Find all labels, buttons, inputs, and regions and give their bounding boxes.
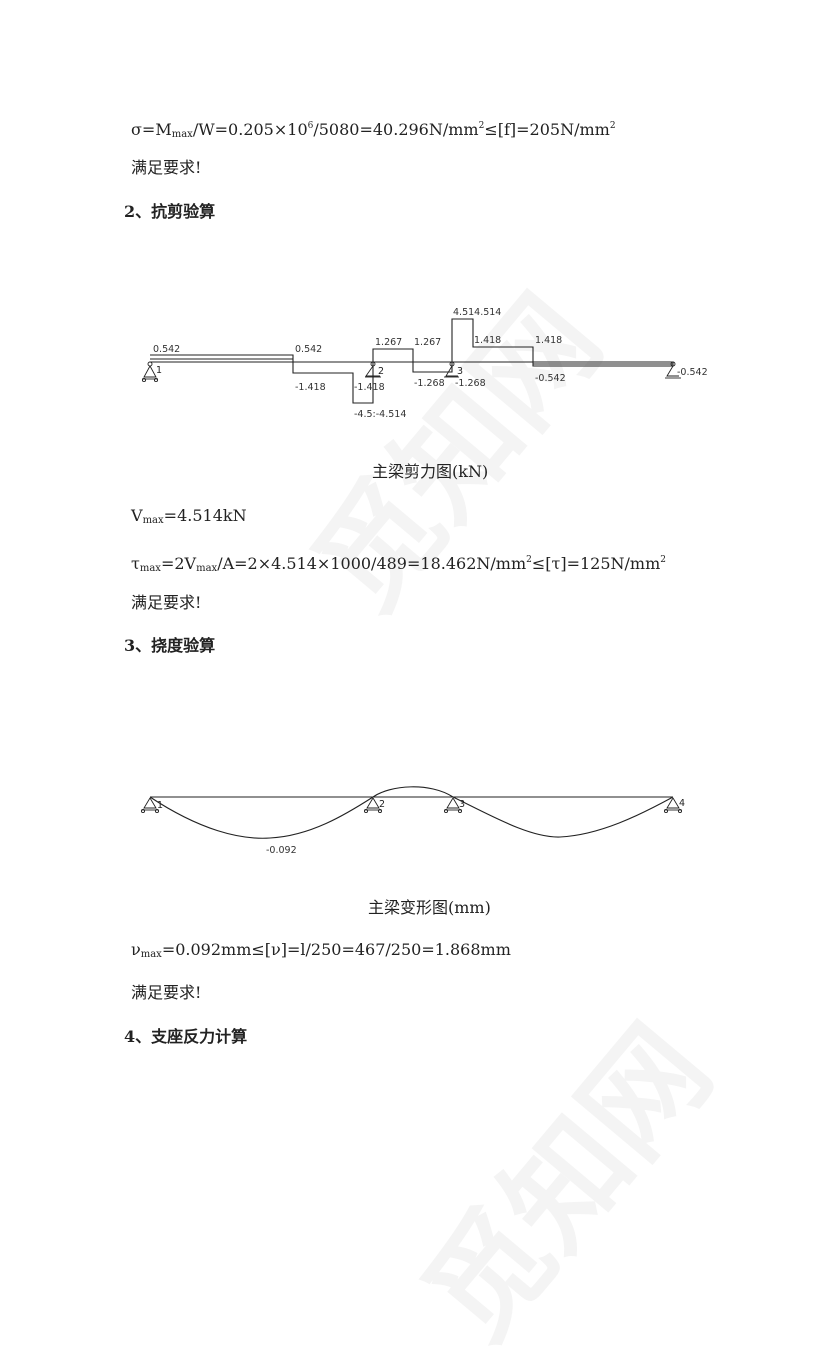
deflection-result: 满足要求!	[131, 983, 202, 1002]
support-icon	[140, 797, 683, 814]
svg-text:4: 4	[679, 798, 685, 809]
tau-formula: τmax=2Vmax/A=2×4.514×1000/489=18.462N/mm…	[131, 554, 666, 574]
stress-formula: σ=Mmax/W=0.205×106/5080=40.296N/mm2≤[f]=…	[131, 120, 616, 140]
shear-result: 满足要求!	[131, 593, 202, 612]
svg-text:-1.418: -1.418	[354, 382, 385, 393]
svg-text:1: 1	[157, 800, 163, 811]
svg-text:-1.268: -1.268	[455, 378, 486, 389]
svg-text:1.418: 1.418	[535, 335, 562, 346]
svg-text:0.542: 0.542	[153, 344, 180, 355]
shear-heading: 2、抗剪验算	[124, 202, 216, 221]
svg-text:-4.5:-4.514: -4.5:-4.514	[354, 409, 406, 420]
shear-caption: 主梁剪力图(kN)	[372, 462, 489, 481]
deflection-heading: 3、挠度验算	[124, 636, 216, 655]
svg-text:2: 2	[378, 366, 384, 377]
shear-diagram: 1 2 3 0.542 0.542 -1.418 -1.418 -4.5:-4.…	[141, 307, 708, 420]
svg-text:0.542: 0.542	[295, 344, 322, 355]
svg-text:1.267: 1.267	[375, 337, 402, 348]
svg-text:1: 1	[156, 365, 162, 376]
svg-text:-0.092: -0.092	[266, 845, 297, 856]
svg-text:-1.268: -1.268	[414, 378, 445, 389]
vmax-line: Vmax=4.514kN	[131, 506, 247, 526]
svg-text:-0.542: -0.542	[677, 367, 708, 378]
svg-text:3: 3	[457, 366, 463, 377]
deflection-diagram: 1 2 3 4 -0.092	[140, 786, 685, 856]
svg-text:-0.542: -0.542	[535, 373, 566, 384]
svg-text:3: 3	[459, 799, 465, 810]
support-icon	[141, 361, 681, 383]
svg-text:-1.418: -1.418	[295, 382, 326, 393]
svg-text:4.514.514: 4.514.514	[453, 307, 501, 318]
svg-text:2: 2	[379, 799, 385, 810]
watermark: 觅知网	[378, 983, 743, 1371]
reaction-heading: 4、支座反力计算	[124, 1027, 248, 1046]
svg-text:1.418: 1.418	[474, 335, 501, 346]
stress-result: 满足要求!	[131, 158, 202, 177]
deflection-caption: 主梁变形图(mm)	[368, 898, 491, 917]
nu-formula: νmax=0.092mm≤[ν]=l/250=467/250=1.868mm	[131, 940, 511, 960]
svg-text:1.267: 1.267	[414, 337, 441, 348]
